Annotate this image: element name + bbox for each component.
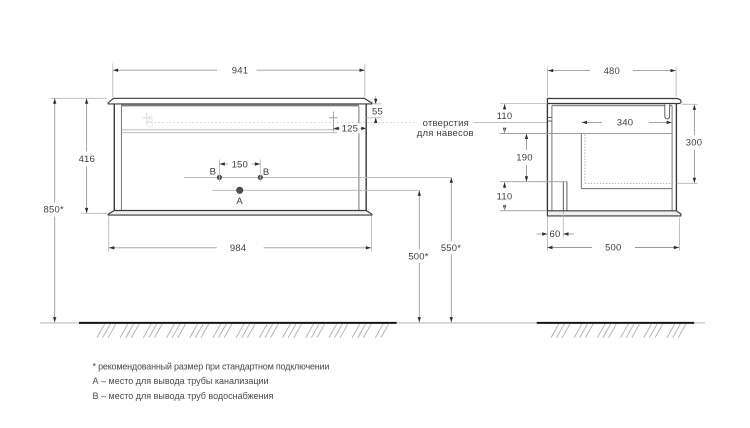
svg-text:отверстия: отверстия xyxy=(423,118,469,129)
svg-text:A: A xyxy=(236,196,243,207)
svg-text:150: 150 xyxy=(232,159,248,170)
svg-text:500*: 500* xyxy=(408,252,428,263)
svg-text:340: 340 xyxy=(617,118,633,129)
svg-text:550*: 550* xyxy=(441,243,461,254)
svg-text:для навесов: для навесов xyxy=(417,128,474,139)
svg-text:B: B xyxy=(148,115,153,124)
svg-text:В – место для вывода труб водо: В – место для вывода труб водоснабжения xyxy=(93,391,274,401)
svg-text:984: 984 xyxy=(230,243,246,254)
svg-text:B: B xyxy=(263,167,270,178)
svg-text:110: 110 xyxy=(497,192,513,203)
svg-text:110: 110 xyxy=(497,111,513,122)
svg-text:190: 190 xyxy=(516,153,532,164)
svg-text:850*: 850* xyxy=(44,205,64,216)
svg-text:60: 60 xyxy=(550,229,561,240)
svg-text:500: 500 xyxy=(605,243,621,254)
svg-text:А – место для вывода трубы кан: А – место для вывода трубы канализации xyxy=(93,376,269,386)
svg-text:125: 125 xyxy=(342,124,358,135)
svg-text:416: 416 xyxy=(79,154,95,165)
svg-text:480: 480 xyxy=(604,66,620,77)
svg-text:55: 55 xyxy=(372,107,383,118)
svg-text:300: 300 xyxy=(686,138,702,149)
svg-text:941: 941 xyxy=(232,65,248,76)
svg-text:B: B xyxy=(210,167,217,178)
svg-text:* рекомендованный размер при с: * рекомендованный размер при стандартном… xyxy=(93,361,330,371)
